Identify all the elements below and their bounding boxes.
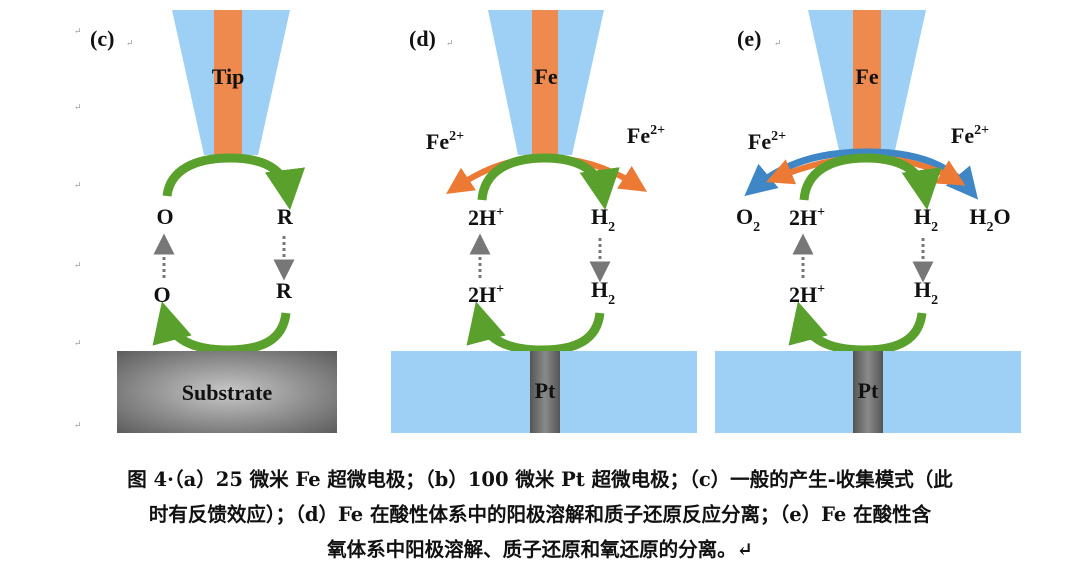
paragraph-marks: ↵ ↵ ↵ ↵ ↵ ↵	[74, 26, 82, 430]
tip-core	[214, 10, 242, 155]
paragraph-mark: ↵	[446, 38, 454, 48]
green-cycle-arrow-bottom	[152, 301, 291, 355]
panel-d-label: (d)	[409, 26, 436, 51]
panel-c: (c) ↵ Tip O R O R Substrate	[90, 10, 337, 433]
paragraph-mark: ↵	[74, 26, 82, 36]
substrate-block	[117, 351, 337, 433]
hydrogen-bottom: H2	[591, 277, 615, 308]
paragraph-mark: ↵	[774, 38, 782, 48]
panel-e: (e) ↵ Fe Fe2+ Fe2+ O2 2H+ H2 H2O 2H+ H2 …	[715, 10, 1021, 433]
tip-label: Fe	[855, 64, 878, 89]
hydrogen-bottom: H2	[914, 277, 938, 308]
panel-e-label: (e)	[737, 26, 761, 51]
species-r-top: R	[277, 204, 294, 229]
hydrogen-top: H2	[591, 204, 615, 235]
paragraph-mark: ↵	[74, 260, 82, 270]
green-cycle-arrow-top	[477, 153, 620, 211]
caption-line-2: 时有反馈效应）；（d）Fe 在酸性体系中的阳极溶解和质子还原反应分离；（e）Fe…	[148, 503, 932, 526]
paragraph-mark: ↵	[74, 338, 82, 348]
diagram-figure: ↵ ↵ ↵ ↵ ↵ ↵ (c) ↵ Tip O R O R Substrate …	[74, 10, 1021, 433]
proton-bottom: 2H+	[468, 282, 504, 307]
tip-core	[532, 10, 558, 155]
pt-electrode	[853, 351, 883, 433]
pt-electrode	[530, 351, 560, 433]
caption-line-3: 氧体系中阳极溶解、质子还原和氧还原的分离。↵	[327, 538, 753, 561]
paragraph-mark: ↵	[74, 420, 82, 430]
panel-d: (d) ↵ Fe Fe2+ Fe2+ 2H+ H2 2H+ H2 Pt	[391, 10, 697, 433]
water-label: H2O	[969, 204, 1010, 235]
paragraph-mark: ↵	[126, 38, 134, 48]
green-cycle-arrow-bottom	[466, 301, 605, 355]
proton-top: 2H+	[789, 205, 825, 230]
fe-ion-left: Fe2+	[748, 129, 786, 154]
species-o-top: O	[156, 204, 173, 229]
green-cycle-arrow-top	[799, 153, 942, 211]
pt-label: Pt	[535, 378, 556, 403]
green-cycle-arrow-bottom	[788, 301, 927, 355]
green-cycle-arrow-top	[162, 153, 306, 211]
substrate-label: Substrate	[182, 380, 273, 405]
fe-ion-left: Fe2+	[426, 129, 464, 154]
tip-label: Fe	[534, 64, 557, 89]
caption-line-1: 图 4·（a）25 微米 Fe 超微电极；（b）100 微米 Pt 超微电极；（…	[127, 468, 953, 491]
tip-core	[853, 10, 881, 155]
paragraph-mark: ↵	[74, 180, 82, 190]
fe-ion-right: Fe2+	[951, 123, 989, 148]
paragraph-mark: ↵	[74, 102, 82, 112]
species-o-bottom: O	[153, 282, 170, 307]
fe-ion-right: Fe2+	[627, 123, 665, 148]
figure-caption: 图 4·（a）25 微米 Fe 超微电极；（b）100 微米 Pt 超微电极；（…	[0, 462, 1080, 567]
hydrogen-top: H2	[914, 204, 938, 235]
pt-label: Pt	[858, 378, 879, 403]
oxygen-label: O2	[736, 204, 760, 235]
proton-bottom: 2H+	[789, 282, 825, 307]
panel-c-label: (c)	[90, 26, 114, 51]
proton-top: 2H+	[468, 205, 504, 230]
species-r-bottom: R	[276, 278, 293, 303]
tip-label: Tip	[212, 64, 245, 89]
